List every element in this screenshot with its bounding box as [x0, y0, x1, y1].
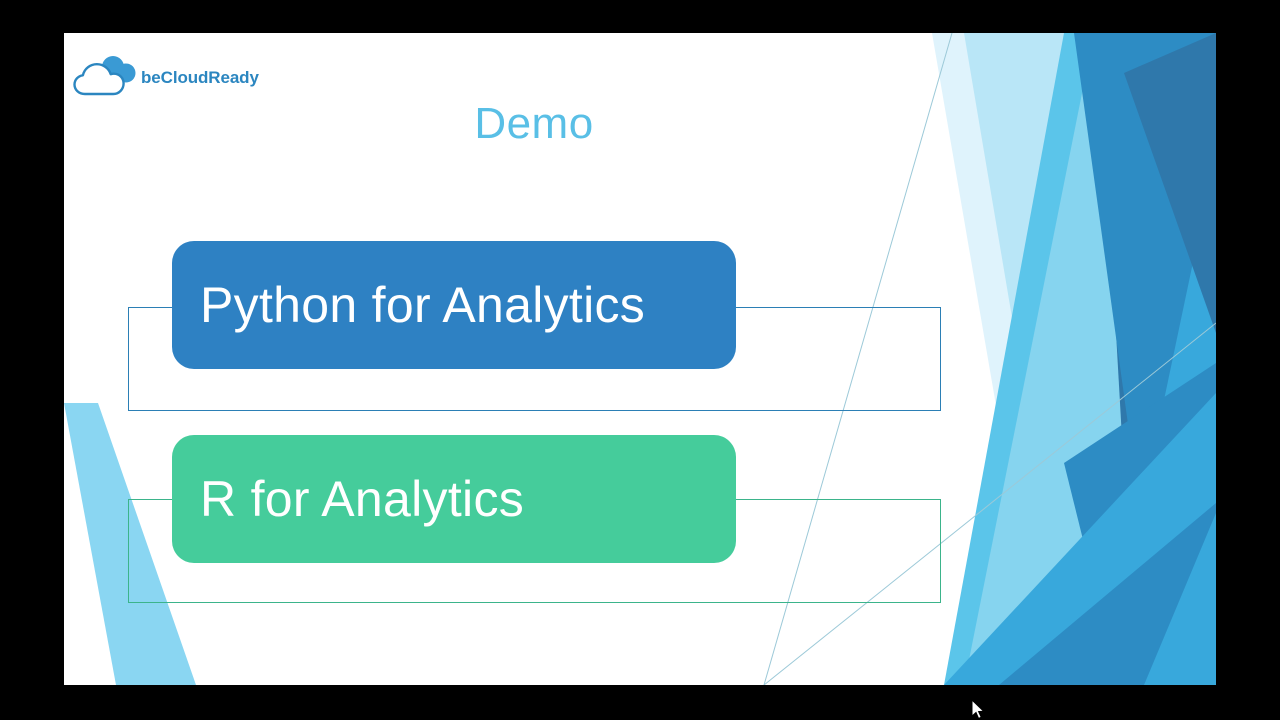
mouse-pointer-icon: [972, 700, 985, 720]
presentation-slide: beCloudReady Demo Python for Analytics R…: [64, 33, 1216, 685]
slide-background-decoration: [64, 33, 1216, 685]
slide-title: Demo: [474, 99, 594, 148]
brand-logo-text: beCloudReady: [141, 68, 259, 87]
brand-logo: beCloudReady: [72, 47, 332, 109]
decoration-shape-12: [1144, 513, 1216, 685]
decoration-shape-11: [999, 503, 1216, 685]
decoration-hairline-2: [763, 322, 1216, 685]
card-r-for-analytics[interactable]: R for Analytics: [172, 435, 736, 563]
card-r-label: R for Analytics: [200, 471, 525, 527]
card-python-for-analytics[interactable]: Python for Analytics: [172, 241, 736, 369]
card-python-label: Python for Analytics: [200, 277, 646, 333]
decoration-left-wedge: [64, 403, 196, 685]
decoration-hairline-1: [763, 33, 953, 685]
decoration-shape-9: [1124, 33, 1216, 333]
cloud-icon: [73, 56, 136, 96]
